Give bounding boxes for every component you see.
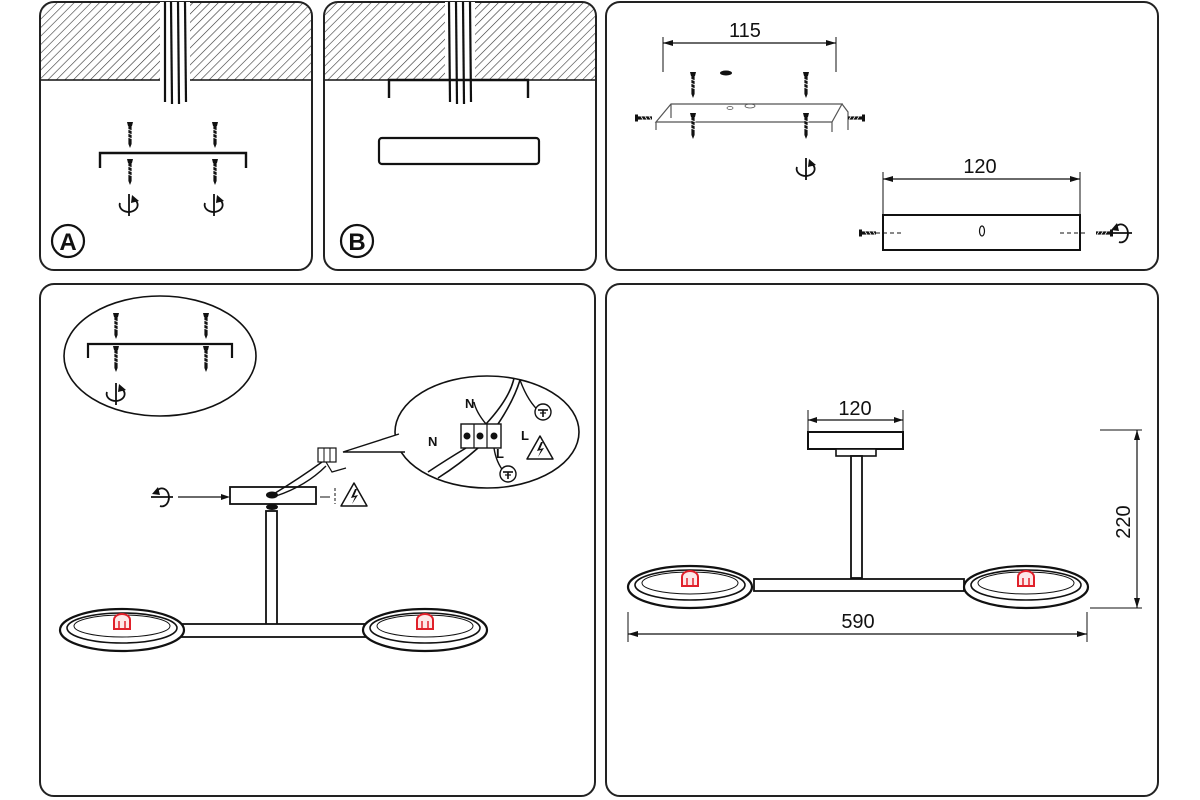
- dimension-bracket-115: 115: [729, 20, 761, 42]
- dimension-canopy-120: 120: [838, 398, 871, 420]
- ground-icon: [499, 465, 517, 483]
- dimension-height-220: 220: [1113, 505, 1135, 538]
- light-ring: [361, 607, 489, 653]
- panel-e: 120 220 590: [605, 283, 1159, 797]
- panel-d: N L N L: [39, 283, 596, 797]
- wire-label-neutral: N: [428, 434, 437, 449]
- panel-label-a: A: [59, 229, 76, 256]
- light-ring: [962, 564, 1090, 610]
- light-ring: [626, 564, 754, 610]
- ground-icon: [534, 403, 552, 421]
- wire-label-live: L: [521, 428, 529, 443]
- panel-b: B: [323, 1, 597, 271]
- light-ring: [58, 607, 186, 653]
- panel-label-b: B: [348, 229, 365, 256]
- terminal-block-icon: [460, 423, 502, 449]
- dimension-canopy-120: 120: [963, 156, 996, 178]
- wire-label-live: L: [496, 446, 504, 461]
- panel-a: A: [39, 1, 313, 271]
- dimension-width-590: 590: [841, 611, 874, 633]
- wire-label-neutral: N: [465, 396, 474, 411]
- panel-c: 115 120: [605, 1, 1159, 271]
